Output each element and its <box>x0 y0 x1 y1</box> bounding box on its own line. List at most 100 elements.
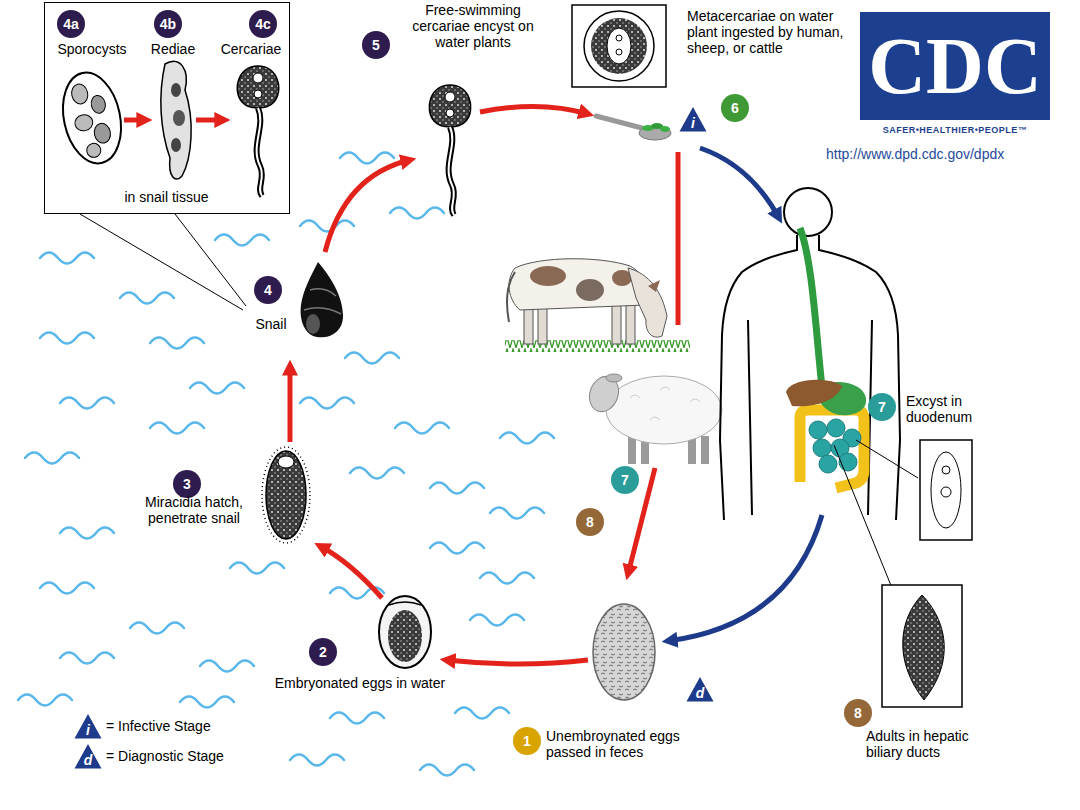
cercaria <box>237 66 279 196</box>
water-wave <box>290 755 344 766</box>
germ-ball <box>85 142 102 159</box>
water-wave <box>230 563 284 574</box>
water-wave <box>25 453 79 464</box>
water-wave <box>350 468 404 479</box>
water-wave <box>300 221 354 232</box>
cycle-arrow <box>480 106 588 114</box>
cycle-arrow <box>288 366 293 442</box>
callout-number: 2 <box>309 638 337 666</box>
water-wave <box>345 353 399 364</box>
adult-fluke <box>903 595 944 700</box>
callout-text: 4a <box>57 10 85 38</box>
stage-label: Free-swimming cercariae encyst on water … <box>398 2 548 50</box>
human-cycle-arrow <box>668 515 822 641</box>
egg-operculum <box>389 602 421 605</box>
metacercaria-body <box>607 28 631 64</box>
callout-text: 5 <box>362 31 390 59</box>
water-wave <box>470 615 524 626</box>
water-wave <box>340 153 394 164</box>
stage-letter: i <box>679 106 707 131</box>
water-wave <box>120 293 174 304</box>
miracidium-head <box>278 456 294 468</box>
water-wave <box>420 765 474 776</box>
stage-label: Excyst in duodenum <box>906 393 1016 425</box>
water-wave <box>480 573 534 584</box>
stage-label: Miracidia hatch, penetrate snail <box>130 494 258 526</box>
callout-number: 7 <box>611 466 639 494</box>
callout-text: 6 <box>721 94 749 122</box>
callout-number: 3 <box>173 470 201 498</box>
cow-patch <box>530 266 566 286</box>
water-wave <box>300 398 354 409</box>
metacercaria-cyst <box>584 11 654 81</box>
cycle-arrow <box>124 118 146 123</box>
sporocyst <box>55 67 129 169</box>
germ-ball <box>70 83 90 106</box>
callout-text: 7 <box>611 466 639 494</box>
stage-label: Unembroynated eggs passed in feces <box>546 728 706 760</box>
logo-slogan: SAFER•HEALTHIER•PEOPLE™ <box>860 123 1050 137</box>
stage-letter: i <box>74 713 102 738</box>
spoon-handle <box>596 116 642 128</box>
human-head <box>784 188 832 236</box>
callout-number: 1 <box>513 727 541 755</box>
egg-embryo <box>388 610 422 662</box>
callout-text: 4b <box>154 10 182 38</box>
cycle-arrow <box>320 546 382 598</box>
redia-detail <box>171 138 181 152</box>
stage-name: Sporocysts <box>49 41 135 57</box>
inset-frame <box>882 585 962 707</box>
water-wave <box>430 543 484 554</box>
germ-ball <box>90 94 107 115</box>
snail-aperture <box>306 314 320 334</box>
stage-triangle: i <box>679 106 707 132</box>
cycle-arrow <box>446 660 588 664</box>
cow-tail <box>507 272 515 322</box>
water-wave <box>40 253 94 264</box>
callout-text: 4 <box>254 276 282 304</box>
sheep-leg <box>701 436 709 464</box>
legend-text: = Diagnostic Stage <box>106 748 224 764</box>
snail-shell <box>301 262 343 337</box>
sucker <box>616 49 622 55</box>
water-wave <box>18 695 72 706</box>
colon <box>800 410 864 488</box>
intestine-loop <box>827 419 845 437</box>
callout-number: 8 <box>844 699 872 727</box>
cow-ear <box>648 280 660 292</box>
inset-frame <box>572 5 666 87</box>
sporocyst-body <box>55 67 129 169</box>
water-wave <box>500 433 554 444</box>
stage-triangle: d <box>74 743 102 769</box>
callout-number: 5 <box>362 31 390 59</box>
triangle-fill <box>687 677 714 702</box>
callout-number: 7 <box>868 393 896 421</box>
callout-text: 8 <box>576 508 604 536</box>
snail-tissue-box: SporocystsRediaeCercariaein snail tissue… <box>44 2 290 214</box>
snail-whorl <box>304 289 341 314</box>
intestine-loop <box>809 421 827 439</box>
cycle-arrow <box>325 160 410 252</box>
legend-text: = Infective Stage <box>106 718 211 734</box>
callout-number: 6 <box>721 94 749 122</box>
callout-text: 8 <box>844 699 872 727</box>
triangle-fill <box>75 714 102 739</box>
water-wave <box>190 383 244 394</box>
redia-detail <box>173 110 185 126</box>
stage-name: Rediae <box>137 41 209 57</box>
cow-patch <box>576 279 604 301</box>
stage-label: Snail <box>248 316 294 332</box>
water-wave <box>60 653 114 664</box>
url-text: http://www.dpd.cdc.gov/dpdx <box>826 146 1076 162</box>
callout-text: 2 <box>309 638 337 666</box>
sheep-body <box>606 376 722 444</box>
sucker <box>616 35 622 41</box>
water-wave <box>60 528 114 539</box>
stage-triangle: d <box>686 676 714 702</box>
callout-number: 8 <box>576 508 604 536</box>
sheep-wool <box>630 387 700 420</box>
sucker <box>941 487 951 497</box>
stage-name: Cercariae <box>215 41 287 57</box>
redia <box>161 61 191 179</box>
water-wave <box>215 235 269 246</box>
